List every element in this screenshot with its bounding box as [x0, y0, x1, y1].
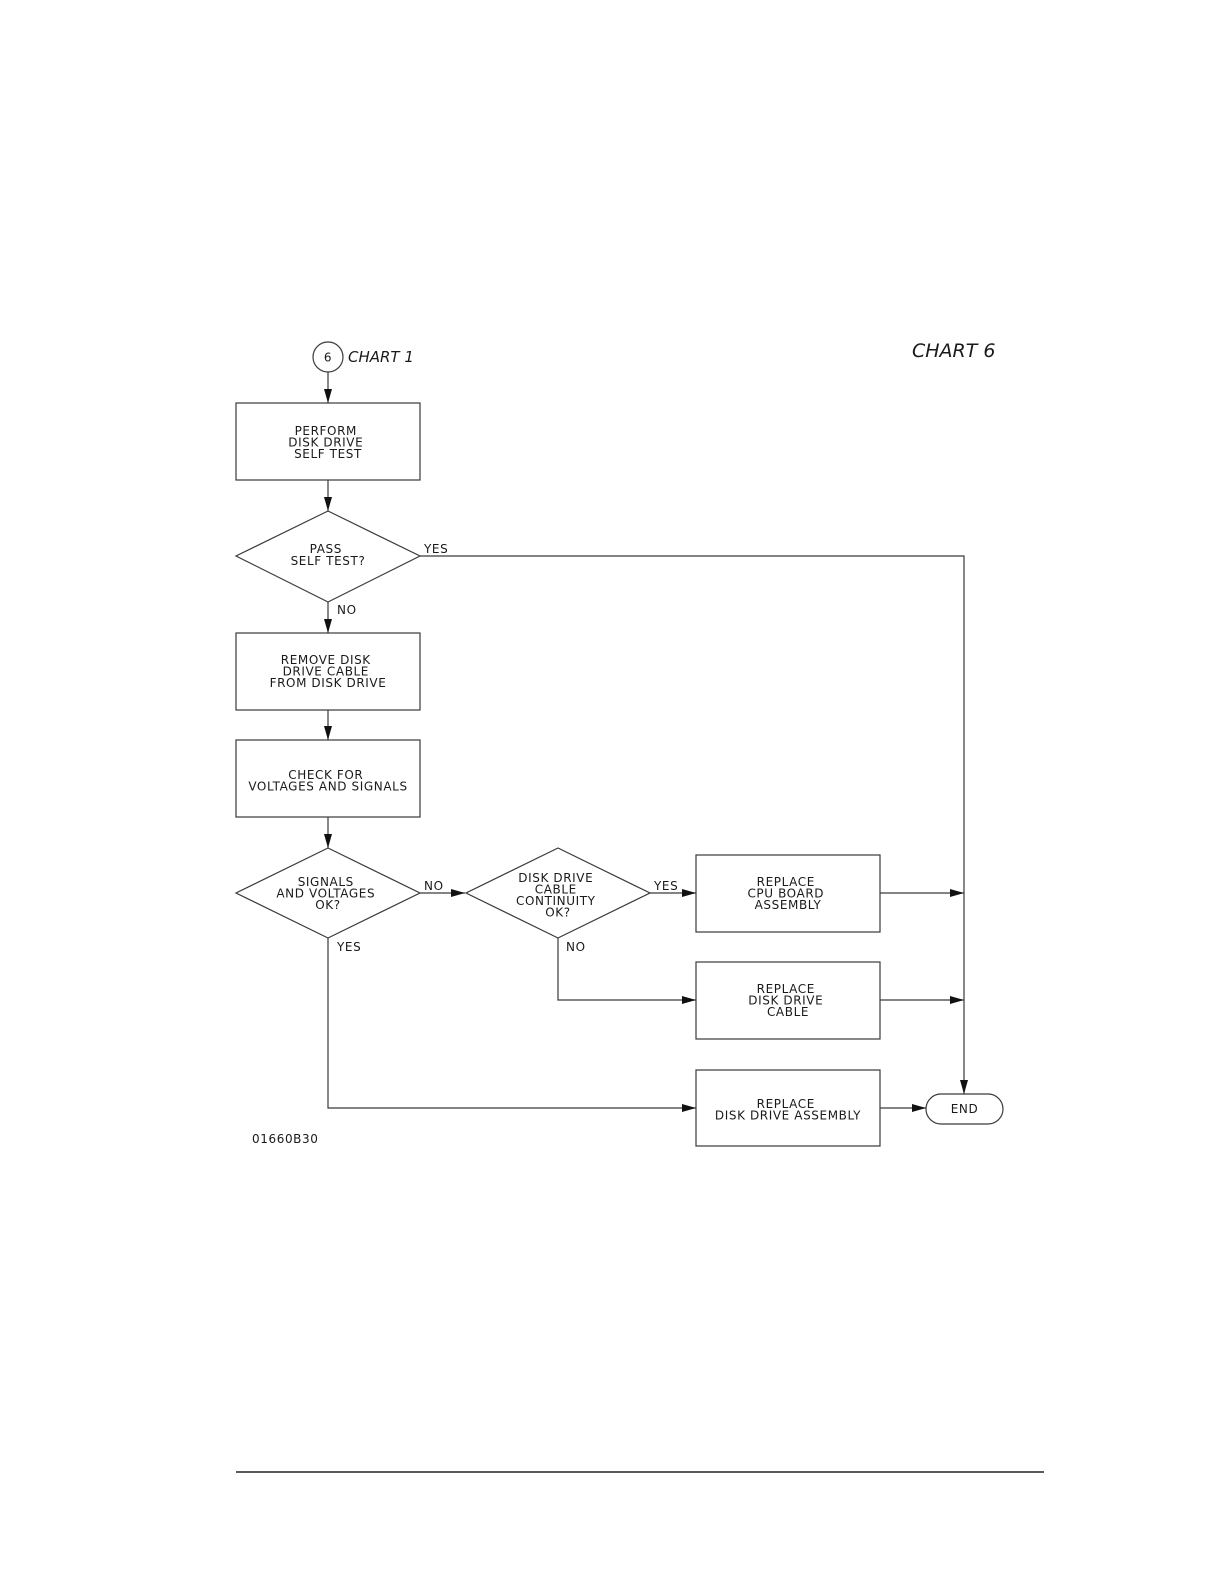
connector-node: 6 CHART 1	[312, 341, 414, 373]
step-remove-cable: REMOVE DISK DRIVE CABLE FROM DISK DRIVE	[235, 632, 421, 711]
decision-pass-self-test: PASS SELF TEST? YES NO	[234, 510, 448, 617]
process-box	[235, 739, 421, 818]
process-box	[695, 1069, 881, 1147]
step-text: REPLACE CPU BOARD ASSEMBLY	[747, 875, 828, 912]
connector-label: CHART 1	[348, 348, 414, 366]
decision-text: DISK DRIVE CABLE CONTINUITY OK?	[516, 871, 600, 920]
connector-number: 6	[324, 351, 332, 365]
arrow-signals-yes	[327, 938, 696, 1112]
label-pass-no: NO	[337, 603, 357, 617]
figure-id: 01660B30	[252, 1132, 318, 1146]
step-text: PERFORM DISK DRIVE SELF TEST	[288, 424, 367, 461]
process-box	[695, 854, 881, 933]
connectors	[324, 372, 968, 1112]
step-replace-cpu-board: REPLACE CPU BOARD ASSEMBLY	[695, 854, 881, 933]
step-check-voltages: CHECK FOR VOLTAGES AND SIGNALS	[235, 739, 421, 818]
decision-diamond	[464, 847, 652, 939]
process-box	[235, 402, 421, 481]
decision-text: SIGNALS AND VOLTAGES OK?	[276, 875, 379, 912]
step-text: CHECK FOR VOLTAGES AND SIGNALS	[248, 768, 407, 794]
label-pass-yes: YES	[423, 542, 448, 556]
process-box	[695, 961, 881, 1040]
label-continuity-no: NO	[566, 940, 586, 954]
end-label: END	[951, 1102, 979, 1116]
arrow-continuity-no	[557, 938, 696, 1004]
process-box	[235, 632, 421, 711]
label-signals-yes: YES	[336, 940, 361, 954]
label-continuity-yes: YES	[653, 879, 678, 893]
step-text: REPLACE DISK DRIVE ASSEMBLY	[715, 1097, 861, 1123]
step-text: REMOVE DISK DRIVE CABLE FROM DISK DRIVE	[270, 653, 387, 690]
label-signals-no: NO	[424, 879, 444, 893]
decision-signals-ok: SIGNALS AND VOLTAGES OK? NO YES	[234, 847, 444, 954]
end-capsule	[925, 1093, 1004, 1125]
decision-text: PASS SELF TEST?	[291, 542, 366, 568]
step-perform-self-test: PERFORM DISK DRIVE SELF TEST	[235, 402, 421, 481]
chart-title: CHART 6	[912, 340, 996, 362]
decision-diamond	[234, 510, 422, 603]
arrow-pass-yes-to-end	[420, 555, 968, 1094]
step-text: REPLACE DISK DRIVE CABLE	[748, 982, 827, 1019]
decision-diamond	[234, 847, 422, 939]
terminator-end: END	[925, 1093, 1004, 1125]
step-replace-disk-drive-cable: REPLACE DISK DRIVE CABLE	[695, 961, 881, 1040]
step-replace-disk-drive-assembly: REPLACE DISK DRIVE ASSEMBLY	[695, 1069, 881, 1147]
decision-cable-continuity: DISK DRIVE CABLE CONTINUITY OK? YES NO	[464, 847, 678, 954]
